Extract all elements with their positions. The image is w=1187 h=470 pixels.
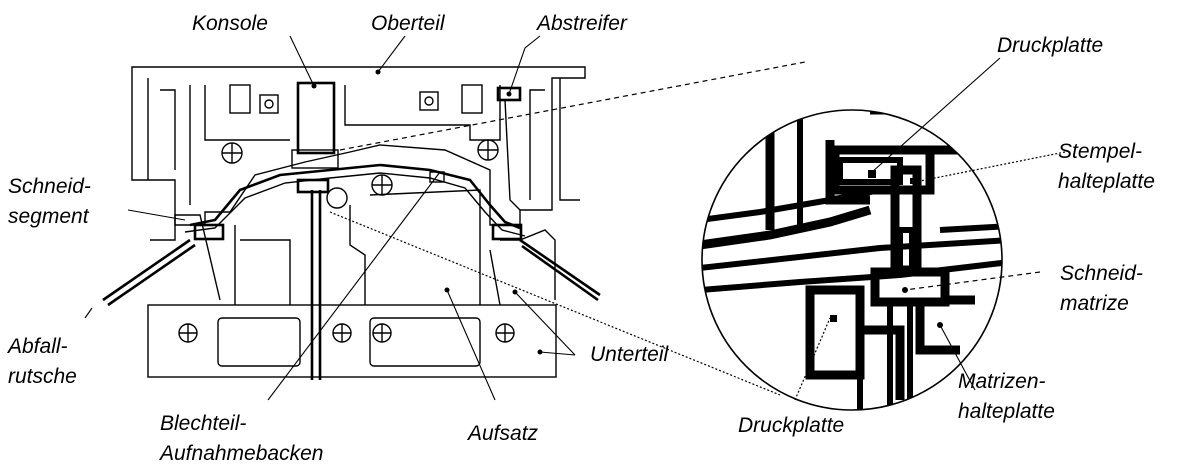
label-schneidsegment-2: segment [8, 205, 90, 228]
label-schneidmatrize-2: matrize [1060, 292, 1129, 315]
abstreifer-block [496, 86, 522, 102]
label-aufsatz: Aufsatz [466, 422, 539, 445]
unterteil-body [150, 214, 556, 301]
label-konsole: Konsole [192, 12, 268, 35]
label-schneidsegment-1: Schneid- [8, 175, 91, 198]
label-abfallrutsche-2: rutsche [8, 365, 77, 388]
label-abstreifer: Abstreifer [535, 12, 628, 35]
leader-lines [84, 35, 1066, 401]
konsole-block [296, 81, 336, 155]
label-schneidmatrize-1: Schneid- [1060, 262, 1143, 285]
abfallrutsche-left [102, 238, 196, 307]
label-abfallrutsche-1: Abfall- [6, 335, 68, 358]
detail-magnification [701, 109, 1003, 411]
label-matrizen-2: halteplatte [958, 400, 1055, 423]
label-matrizen-1: Matrizen- [958, 370, 1046, 393]
label-stempel-2: halteplatte [1058, 170, 1155, 193]
label-druckplatte-bottom: Druckplatte [738, 414, 844, 437]
label-druckplatte-top: Druckplatte [997, 34, 1103, 57]
labels: Konsole Oberteil Abstreifer Schneid- seg… [6, 12, 1155, 465]
label-stempel-1: Stempel- [1058, 140, 1142, 163]
oberteil-plate [131, 66, 586, 226]
label-oberteil: Oberteil [371, 12, 446, 35]
die-cross-section [102, 66, 601, 380]
sheet-metal [189, 163, 521, 230]
label-unterteil: Unterteil [590, 343, 670, 366]
label-blechteil-2: Aufnahmebacken [158, 442, 323, 465]
abfallrutsche-right [519, 238, 601, 302]
label-blechteil-1: Blechteil- [160, 412, 246, 435]
